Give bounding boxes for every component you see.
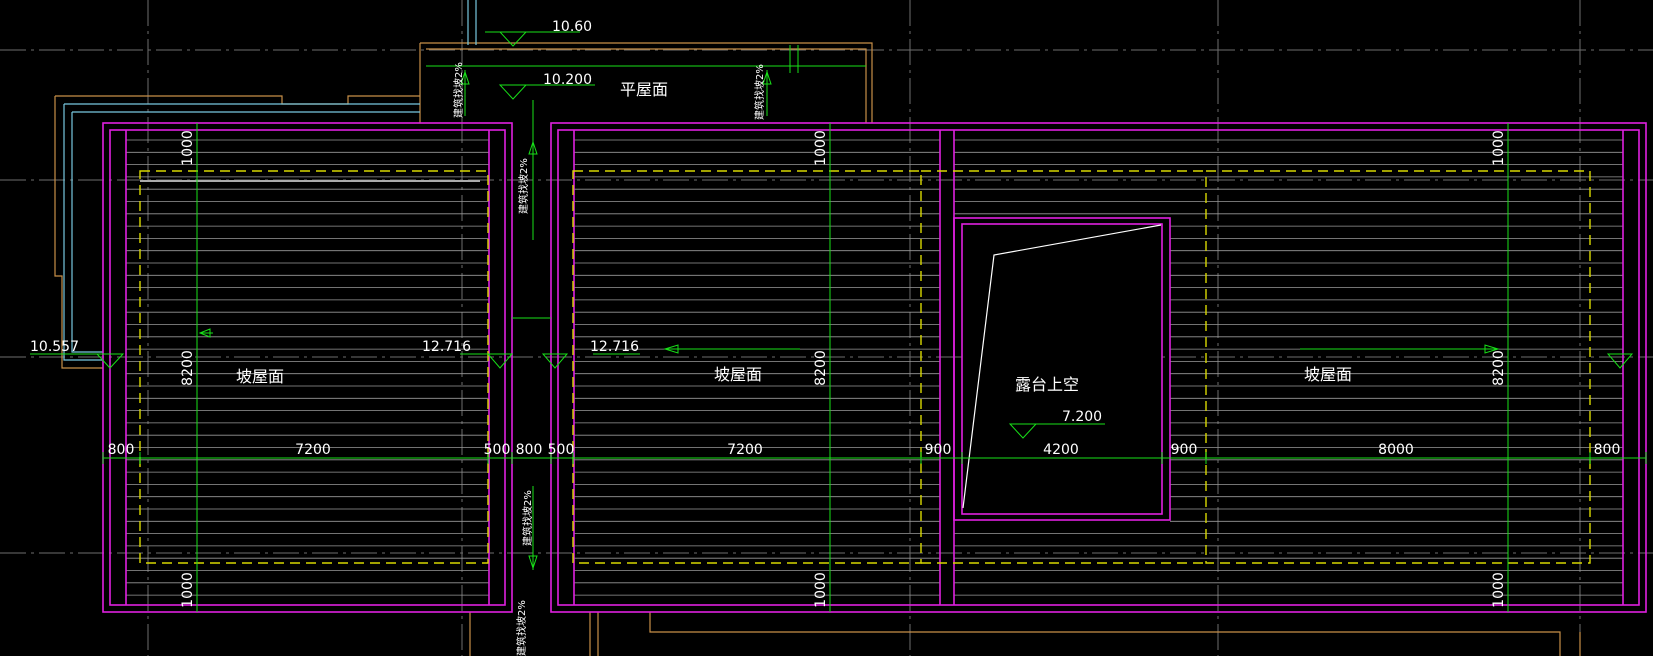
vdim-left-bottom: 1000 (180, 572, 196, 608)
elevation-markers (95, 31, 1634, 570)
dimension-lines (30, 31, 1647, 612)
label-terrace-void: 露台上空 (1015, 375, 1079, 394)
vdim-left-top: 1000 (180, 130, 196, 166)
drain-slope-note-1: 建筑找坡2% (452, 62, 465, 118)
drain-slope-note-5: 建筑找坡2% (515, 600, 528, 656)
vdim-right-span: 8200 (1491, 350, 1507, 386)
eave-lines (139, 170, 1591, 564)
vdim-mid-span: 8200 (813, 350, 829, 386)
dim-900-b: 900 (1171, 442, 1198, 458)
main-roof-inner (557, 129, 1640, 606)
back-walls (54, 0, 1581, 656)
main-roof-outer (550, 122, 1647, 613)
dim-900-a: 900 (925, 442, 952, 458)
terrace-opening-inner (961, 223, 1163, 515)
dim-800-left: 800 (108, 442, 135, 458)
dim-7200-mid: 7200 (727, 442, 763, 458)
elevation-terrace: 7.200 (1062, 409, 1102, 425)
vdim-right-bottom: 1000 (1491, 572, 1507, 608)
label-flat-roof: 平屋面 (620, 80, 668, 99)
label-slope-roof-right: 坡屋面 (1304, 365, 1352, 384)
vdim-right-top: 1000 (1491, 130, 1507, 166)
dim-500-b: 500 (548, 442, 575, 458)
dim-4200: 4200 (1043, 442, 1079, 458)
elevation-flat-roof: 10.200 (543, 72, 592, 88)
label-slope-roof-mid: 坡屋面 (714, 365, 762, 384)
terrace-void (963, 225, 1161, 513)
elevation-left-eave: 10.557 (30, 339, 79, 355)
terrace-opening-outer (953, 217, 1171, 521)
terrace-outline (962, 224, 1162, 509)
dim-8000: 8000 (1378, 442, 1414, 458)
elevation-ridge-left: 12.716 (422, 339, 471, 355)
vdim-left-span: 8200 (180, 350, 196, 386)
vdim-mid-top: 1000 (813, 130, 829, 166)
vdim-mid-bottom: 1000 (813, 572, 829, 608)
elevation-ridge-mid: 12.716 (590, 339, 639, 355)
dim-800-mid: 800 (516, 442, 543, 458)
dim-800-right: 800 (1594, 442, 1621, 458)
left-roof-outer (102, 122, 513, 613)
drain-slope-note-3: 建筑找坡2% (517, 158, 530, 214)
label-slope-roof-left: 坡屋面 (236, 367, 284, 386)
drain-slope-note-4: 建筑找坡2% (521, 490, 534, 546)
dim-7200-left: 7200 (295, 442, 331, 458)
dim-500-a: 500 (484, 442, 511, 458)
drain-slope-note-2: 建筑找坡2% (753, 64, 766, 120)
roof-tile-hatch (126, 139, 1623, 596)
elevation-top: 10.60 (552, 19, 592, 35)
